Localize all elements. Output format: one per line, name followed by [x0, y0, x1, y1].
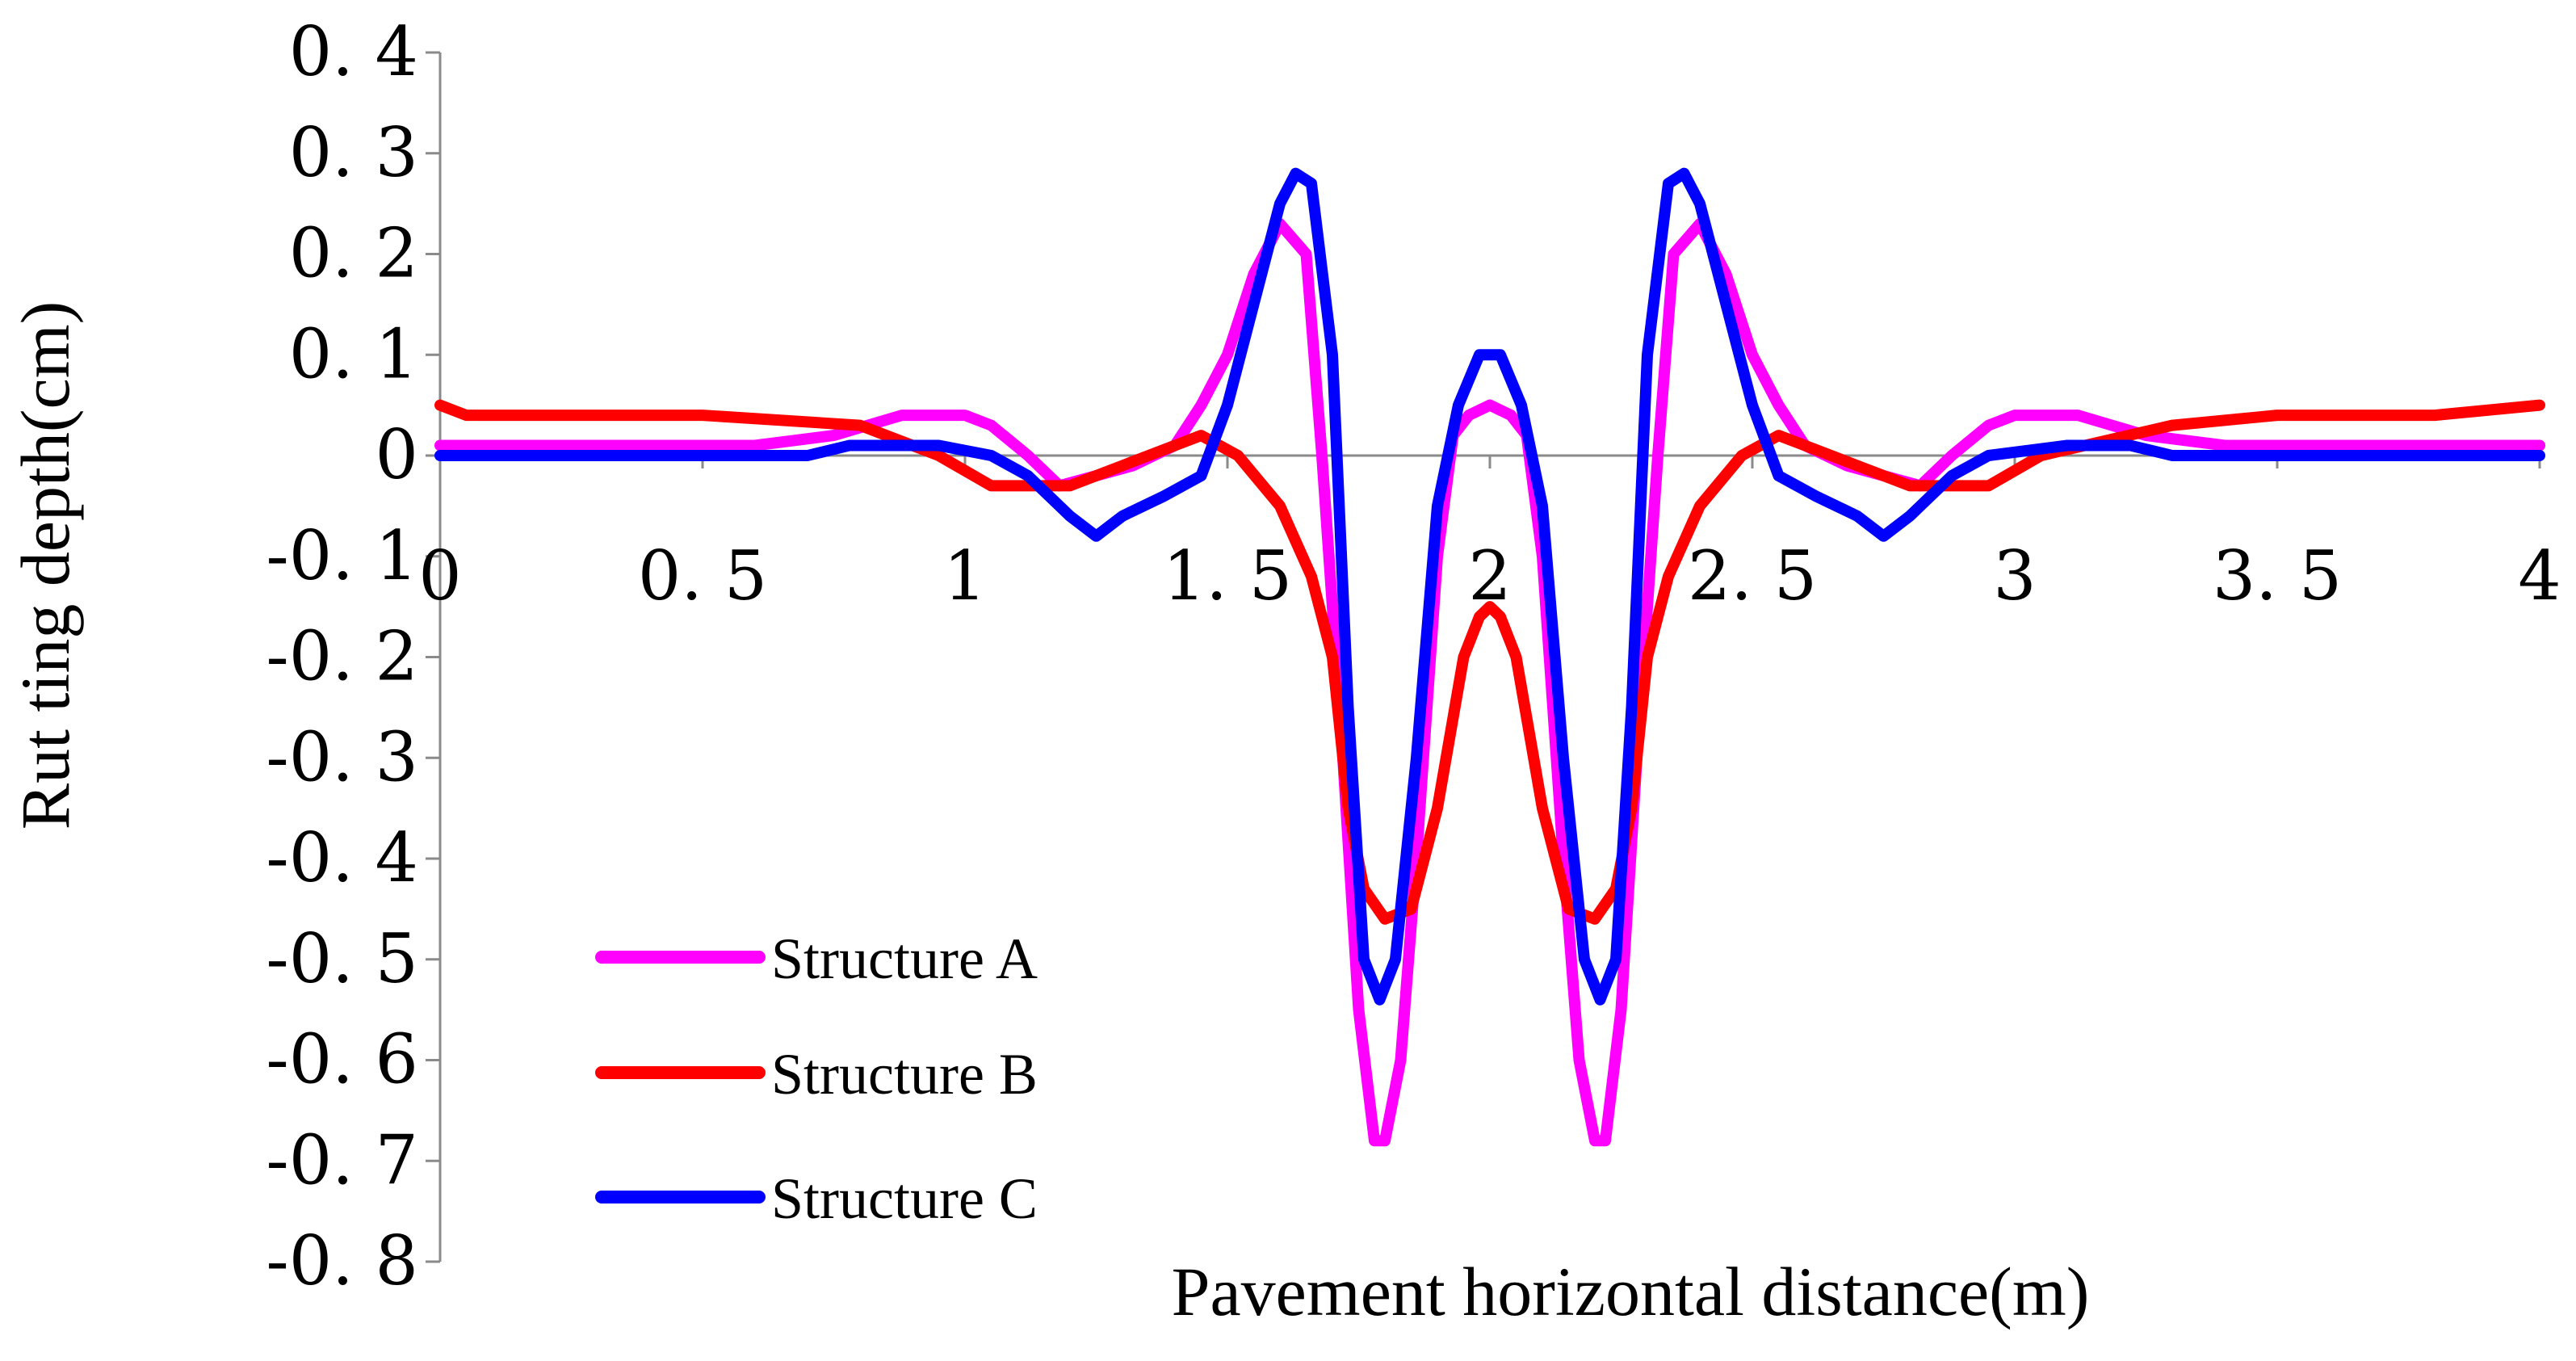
legend-label: Structure B [771, 1042, 1038, 1107]
series-line-structure-c [434, 167, 2545, 1006]
legend-label: Structure C [771, 1166, 1038, 1231]
y-tick-label: 0. 3 [289, 113, 418, 192]
tick-labels: 0. 40. 30. 20. 10-0. 1-0. 2-0. 3-0. 4-0.… [266, 12, 2561, 1300]
series-line-structure-a [434, 218, 2545, 1147]
x-tick-label: 0 [418, 536, 461, 615]
y-tick-label: -0. 3 [266, 717, 418, 796]
y-tick-label: -0. 5 [266, 919, 418, 998]
x-axis-title: Pavement horizontal distance(m) [1172, 1253, 2090, 1330]
series-lines [434, 167, 2545, 1147]
y-tick-label: 0 [375, 415, 418, 494]
x-tick-label: 3. 5 [2213, 536, 2342, 615]
y-tick-label: -0. 8 [266, 1221, 418, 1300]
y-tick-label: -0. 6 [266, 1020, 418, 1099]
x-tick-label: 3 [1993, 536, 2036, 615]
legend: Structure A Structure B Structure C [595, 926, 1038, 1231]
y-tick-label: 0. 4 [289, 12, 418, 91]
y-tick-label: 0. 2 [289, 214, 418, 293]
y-tick-label: -0. 7 [266, 1120, 418, 1199]
legend-label: Structure A [771, 926, 1038, 991]
x-tick-label: 2. 5 [1688, 536, 1817, 615]
y-tick-label: -0. 2 [266, 617, 418, 696]
x-tick-label: 0. 5 [638, 536, 767, 615]
x-tick-label: 1 [943, 536, 986, 615]
y-axis-title: Rut ting depth(cm) [6, 301, 84, 830]
x-tick-label: 4 [2518, 536, 2561, 615]
series-line-structure-b [434, 399, 2545, 925]
x-tick-label: 2 [1468, 536, 1511, 615]
y-tick-label: -0. 4 [266, 818, 418, 897]
axes [426, 51, 2541, 1263]
y-tick-label: 0. 1 [289, 314, 418, 393]
y-tick-label: -0. 1 [266, 516, 418, 595]
x-tick-label: 1. 5 [1163, 536, 1292, 615]
